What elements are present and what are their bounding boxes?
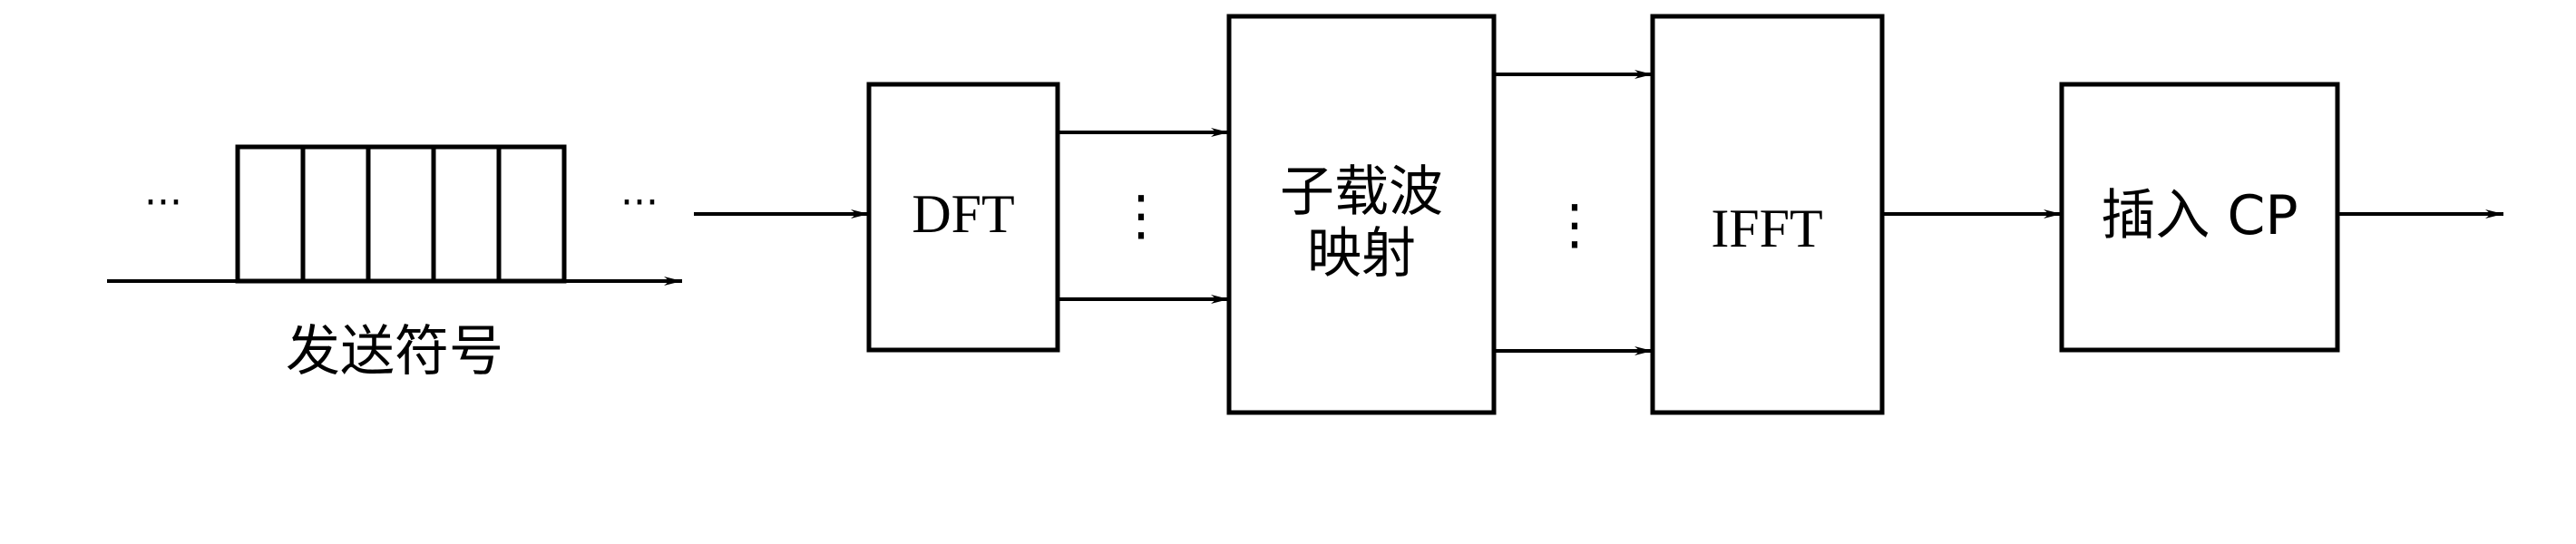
symbol-cell: [496, 144, 567, 284]
cp-insertion-label: 插入 CP: [2101, 184, 2298, 248]
ifft-block: IFFT: [1650, 14, 1885, 415]
symbol-cell: [366, 144, 436, 284]
symbol-stream: ··· ··· 发送符号: [107, 144, 682, 384]
subcarrier-mapping-box: [1226, 14, 1497, 415]
dft-label: DFT: [912, 184, 1014, 244]
subcarrier-mapping-label-line1: 子载波: [1280, 160, 1443, 224]
symbols-label: 发送符号: [286, 320, 503, 384]
ellipsis-left: ···: [144, 180, 182, 226]
dft-box: [866, 82, 1060, 353]
mapping-output-arrows: ⋮: [1494, 70, 1653, 355]
symbol-cell: [235, 144, 306, 284]
dft-output-arrows: ⋮: [1058, 128, 1229, 304]
ellipsis-right: ···: [620, 180, 659, 226]
vertical-ellipsis-1: ⋮: [1114, 184, 1168, 248]
vertical-ellipsis-2: ⋮: [1547, 193, 1602, 257]
symbol-cell: [431, 144, 502, 284]
cp-insertion-block: 插入 CP: [2059, 82, 2340, 353]
subcarrier-mapping-label-line2: 映射: [1307, 222, 1416, 286]
cp-insertion-box: [2059, 82, 2340, 353]
ifft-label: IFFT: [1711, 199, 1822, 258]
dft-block: DFT: [866, 82, 1060, 353]
symbol-cell: [300, 144, 371, 284]
subcarrier-mapping-block: 子载波 映射: [1226, 14, 1497, 415]
